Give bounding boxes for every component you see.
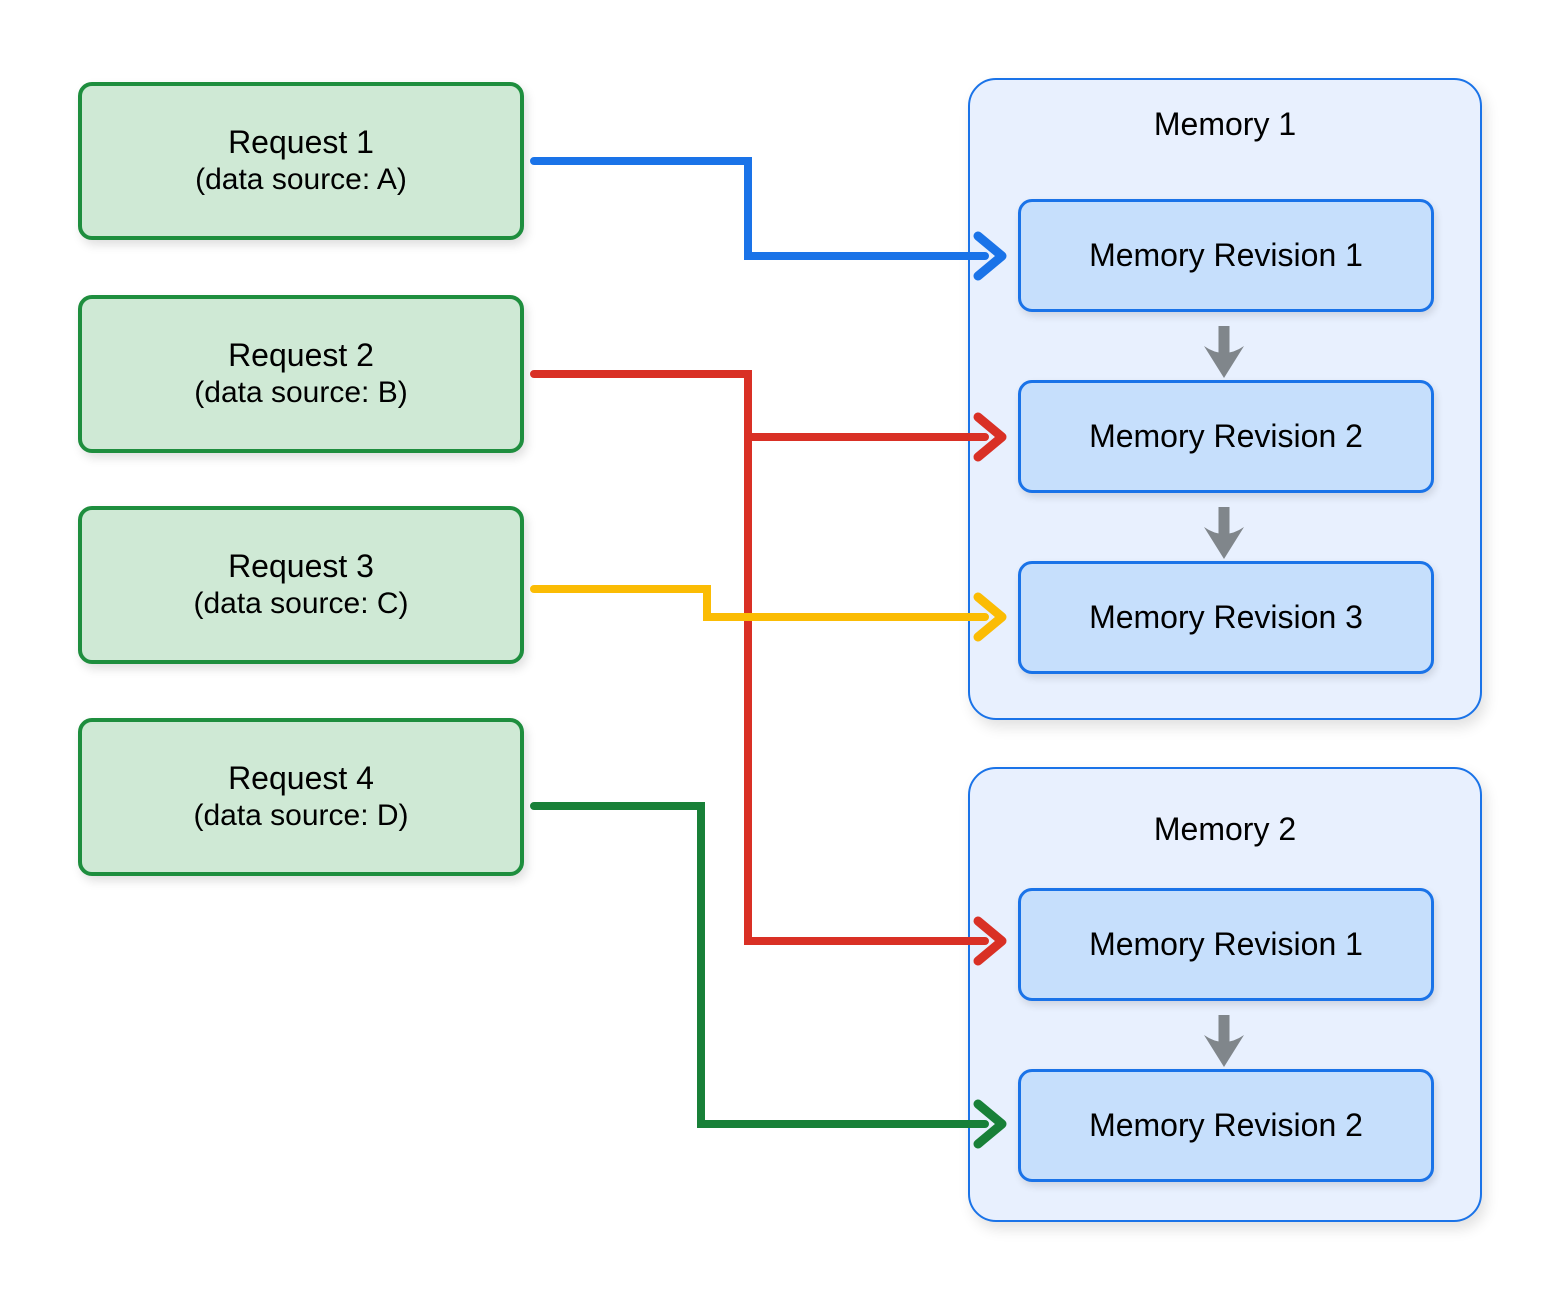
request-title: Request 1 bbox=[228, 124, 374, 161]
connector-request-2-to-memory-1-revision-2[interactable] bbox=[530, 370, 1007, 462]
revision-arrow-memory2-r1-to-r2 bbox=[1204, 1015, 1244, 1067]
request-title: Request 4 bbox=[228, 760, 374, 797]
connector-request-3-to-memory-1-revision-3[interactable] bbox=[530, 585, 1007, 642]
revision-label: Memory Revision 3 bbox=[1089, 599, 1363, 635]
revision-label: Memory Revision 2 bbox=[1089, 418, 1363, 454]
revision-label: Memory Revision 1 bbox=[1089, 237, 1363, 273]
memory-title: Memory 1 bbox=[1153, 106, 1297, 142]
connector-request-2-to-memory-2-revision-1[interactable] bbox=[744, 433, 1007, 966]
request-subtitle: (data source: B) bbox=[194, 376, 408, 410]
request-box-4[interactable]: Request 4 (data source: D) bbox=[78, 718, 524, 876]
memory-1-revision-3[interactable]: Memory Revision 3 bbox=[1018, 561, 1434, 674]
memory-2-revision-1[interactable]: Memory Revision 1 bbox=[1018, 888, 1434, 1001]
request-box-2[interactable]: Request 2 (data source: B) bbox=[78, 295, 524, 453]
memory-1-revision-1[interactable]: Memory Revision 1 bbox=[1018, 199, 1434, 312]
request-subtitle: (data source: D) bbox=[193, 799, 409, 833]
revision-label: Memory Revision 2 bbox=[1089, 1107, 1363, 1143]
request-box-3[interactable]: Request 3 (data source: C) bbox=[78, 506, 524, 664]
memory-1-revision-2[interactable]: Memory Revision 2 bbox=[1018, 380, 1434, 493]
request-subtitle: (data source: A) bbox=[195, 163, 407, 197]
request-subtitle: (data source: C) bbox=[193, 587, 409, 621]
memory-container-1[interactable]: Memory 1 Memory Revision 1 Memory Revisi… bbox=[968, 78, 1482, 720]
request-title: Request 3 bbox=[228, 548, 374, 585]
memory-2-revision-2[interactable]: Memory Revision 2 bbox=[1018, 1069, 1434, 1182]
connector-request-4-to-memory-2-revision-2[interactable] bbox=[530, 802, 1007, 1149]
request-box-1[interactable]: Request 1 (data source: A) bbox=[78, 82, 524, 240]
revision-arrow-memory1-r1-to-r2 bbox=[1204, 326, 1244, 378]
request-title: Request 2 bbox=[228, 337, 374, 374]
revision-label: Memory Revision 1 bbox=[1089, 926, 1363, 962]
connector-request-1-to-memory-1-revision-1[interactable] bbox=[530, 157, 1007, 281]
revision-arrow-memory1-r2-to-r3 bbox=[1204, 507, 1244, 559]
memory-title: Memory 2 bbox=[1153, 811, 1297, 847]
memory-container-2[interactable]: Memory 2 Memory Revision 1 Memory Revisi… bbox=[968, 767, 1482, 1222]
